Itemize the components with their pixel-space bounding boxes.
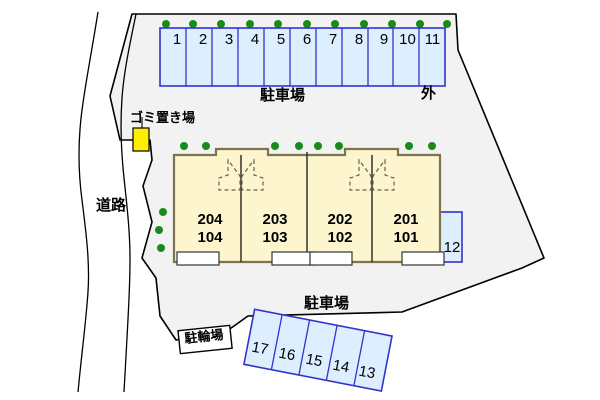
parking-stall-label-3: 3	[224, 31, 234, 48]
parking-stall-label-13: 13	[357, 362, 377, 383]
unit-label-103: 103	[262, 229, 288, 246]
road-label: 道路	[96, 196, 127, 214]
trash-area-box	[132, 127, 150, 152]
unit-label-104: 104	[197, 229, 223, 246]
parking-stall-label-14: 14	[331, 356, 351, 377]
parking-bottom-caption: 駐車場	[304, 294, 350, 312]
parking-stall-label-15: 15	[304, 350, 324, 371]
unit-label-204: 204	[197, 211, 223, 228]
parking-top-block	[159, 27, 446, 87]
parking-stall-label-5: 5	[276, 31, 286, 48]
parking-stall-label-11: 11	[424, 31, 441, 48]
bicycle-parking-label: 駐輪場	[183, 327, 225, 347]
parking-stall-label-4: 4	[250, 31, 260, 48]
unit-label-102: 102	[327, 229, 353, 246]
road-line-left	[77, 11, 99, 393]
outside-label: 外	[421, 84, 437, 102]
parking-top-caption: 駐車場	[260, 86, 306, 104]
parking-stall-label-7: 7	[328, 31, 338, 48]
trash-area-label: ゴミ置き場	[130, 111, 196, 126]
parking-stall-label-2: 2	[198, 31, 208, 48]
parking-stall-label-6: 6	[302, 31, 312, 48]
parking-stall-label-12: 12	[443, 239, 461, 256]
boundary-markers-top	[162, 20, 451, 28]
parking-stall-label-10: 10	[399, 31, 416, 48]
road-line-right	[120, 13, 137, 393]
parking-stall-label-1: 1	[172, 31, 182, 48]
apartment-building	[172, 147, 445, 266]
parking-stall-label-17: 17	[250, 338, 270, 359]
bicycle-parking-box	[177, 324, 233, 355]
boundary-markers-road-edge	[155, 208, 167, 252]
unit-label-201: 201	[393, 211, 419, 228]
parking-stall-label-16: 16	[277, 344, 297, 365]
parking-stall-label-9: 9	[379, 31, 389, 48]
unit-label-203: 203	[262, 211, 288, 228]
unit-label-101: 101	[393, 229, 419, 246]
boundary-markers-building	[180, 142, 436, 150]
parking-bottom-block	[242, 308, 393, 392]
unit-label-202: 202	[327, 211, 353, 228]
parking-stall-label-8: 8	[354, 31, 364, 48]
